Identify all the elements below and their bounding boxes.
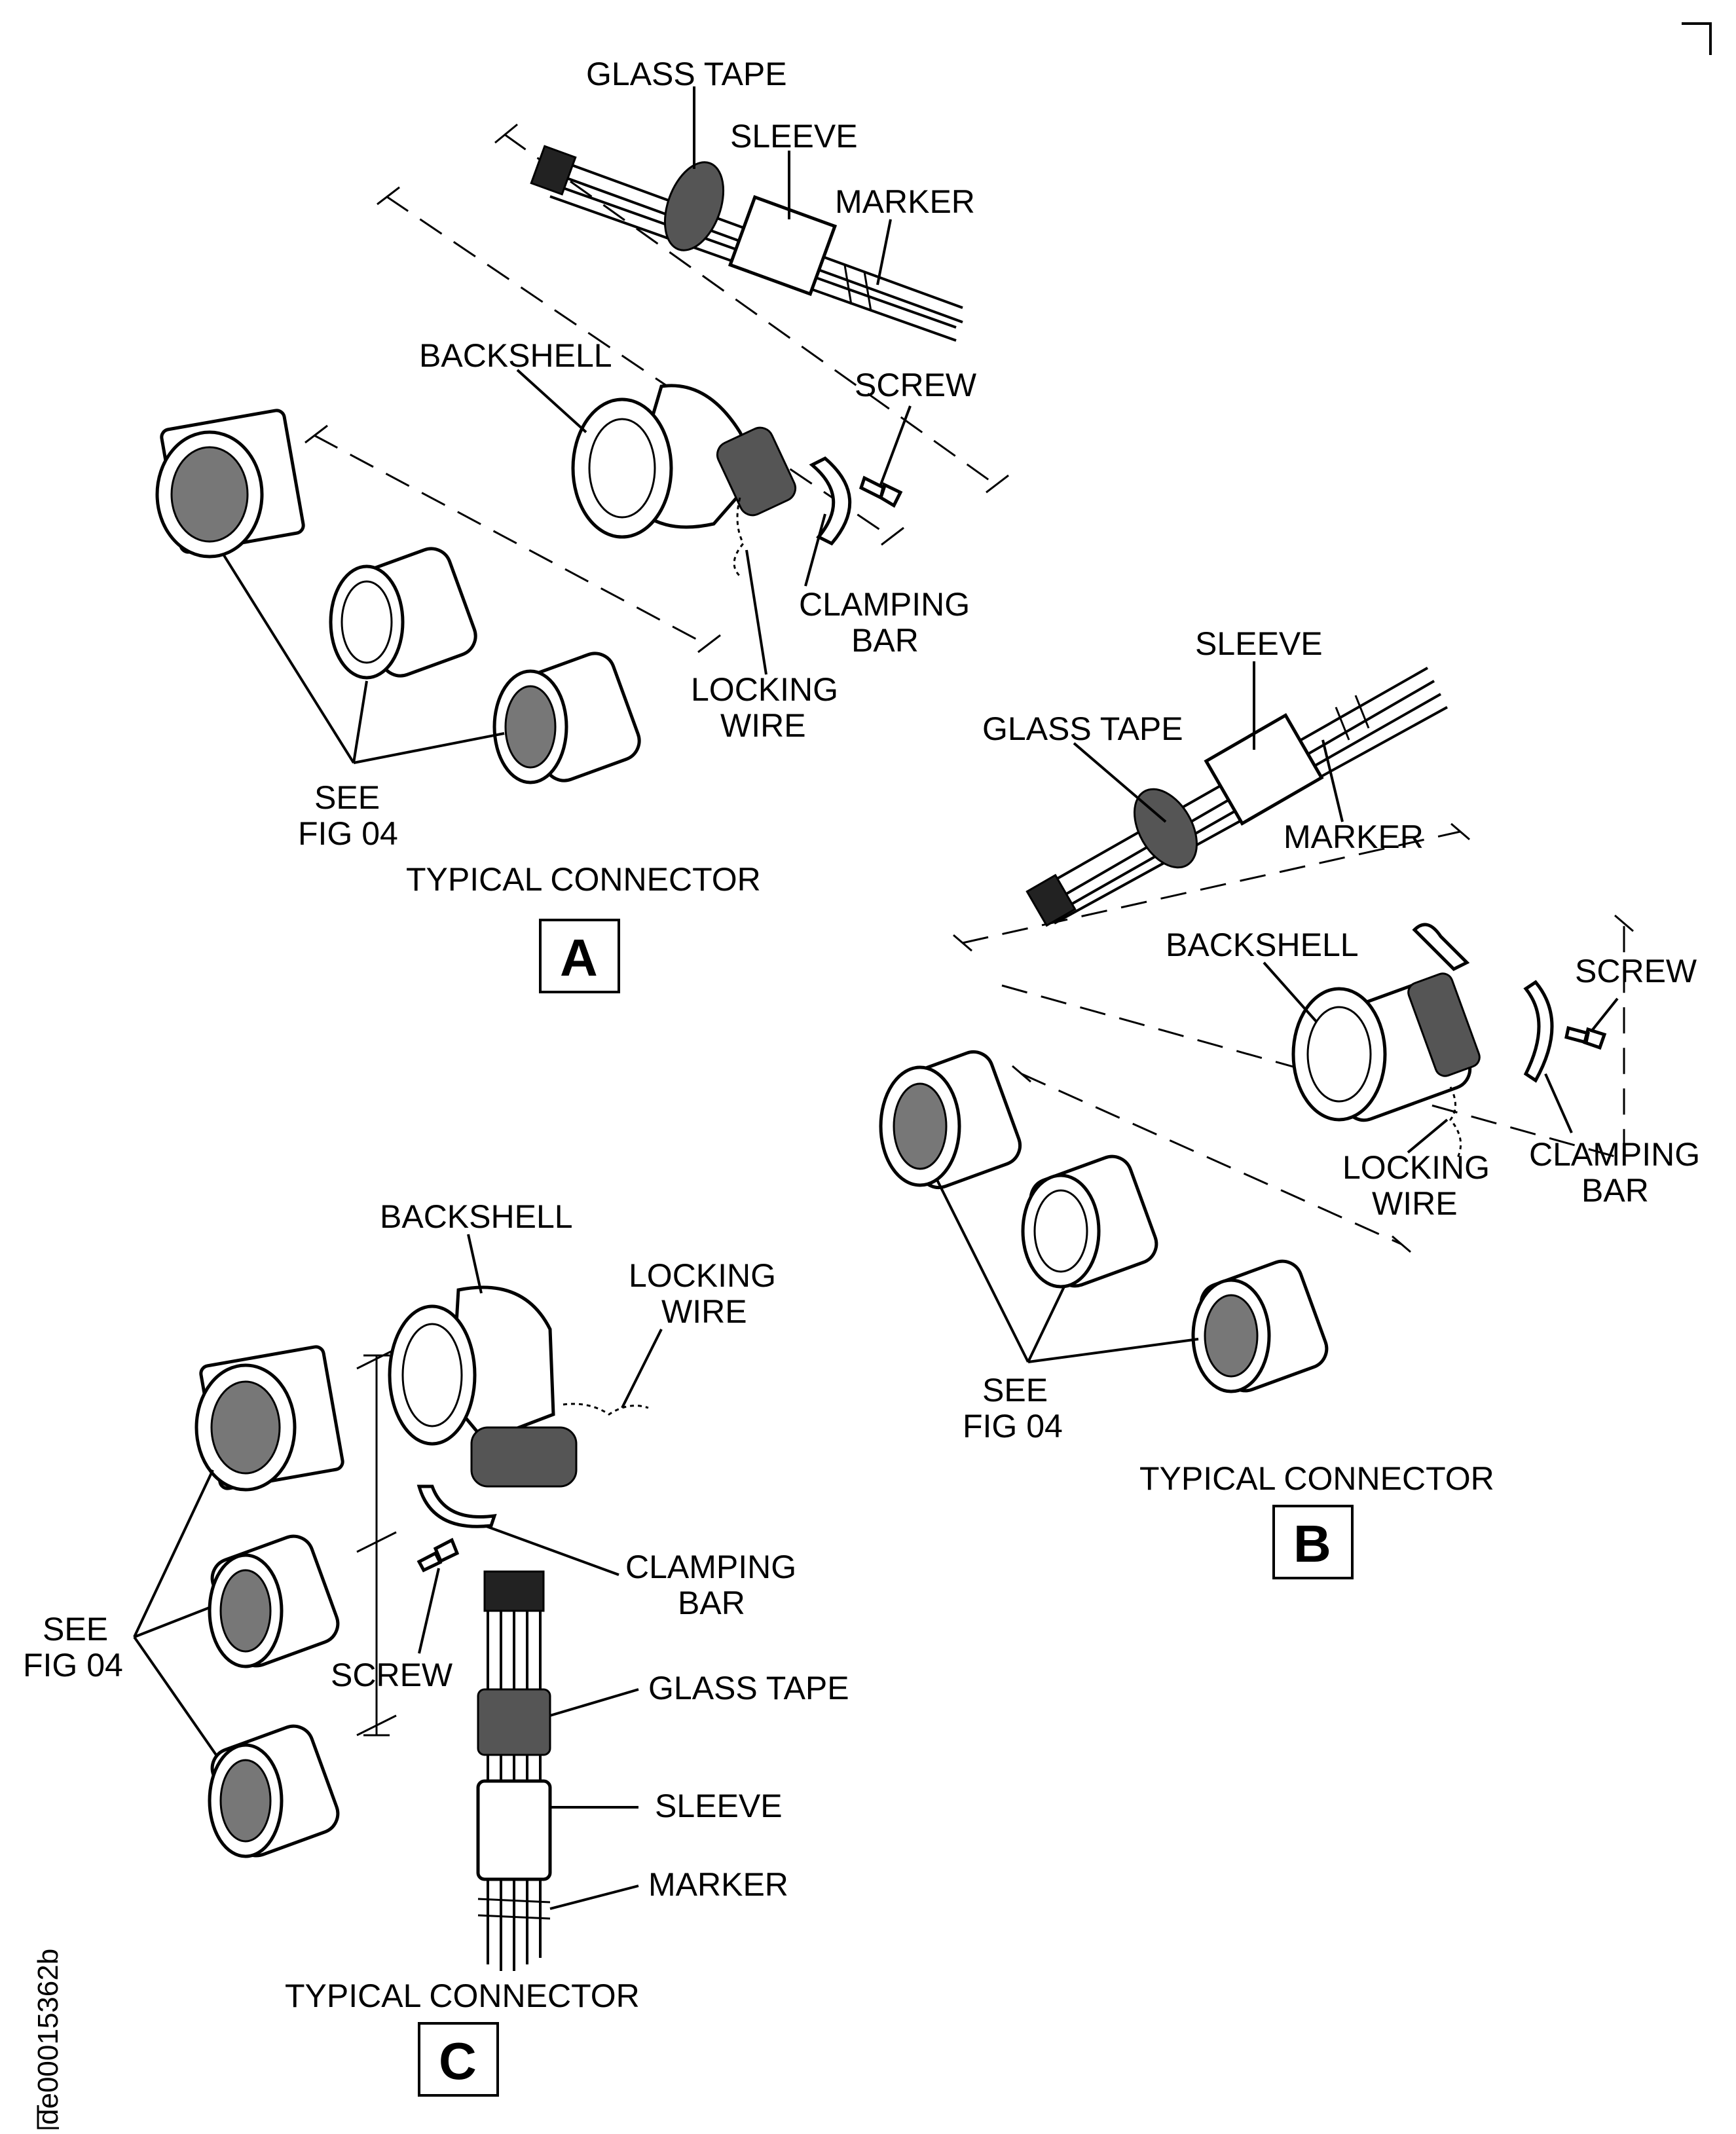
panel-c-clamping-bar-part: [416, 1484, 497, 1528]
panel-b-marker-part: [1335, 695, 1370, 741]
panel-c-backshell-label: BACKSHELL: [380, 1198, 573, 1235]
panel-b-clamp-top-part: [1412, 923, 1470, 972]
panel-b-plug-1: [1021, 1154, 1158, 1289]
panel-a-glass-tape-label: GLASS TAPE: [586, 56, 787, 92]
panel-b-alignment-ticks: [953, 822, 1634, 1253]
panel-c-glass-tape-label: GLASS TAPE: [648, 1670, 849, 1706]
panel-b-marker-label: MARKER: [1284, 819, 1424, 855]
panel-b-sleeve-part: [1204, 712, 1324, 826]
panel-b-screw-label: SCREW: [1575, 953, 1697, 989]
panel-c-wire-label: WIRE: [661, 1293, 747, 1330]
panel-c-letter: C: [439, 2032, 477, 2090]
panel-b-caption: TYPICAL CONNECTOR: [1139, 1460, 1494, 1497]
panel-b-plug-2: [1191, 1259, 1329, 1393]
panel-a-clamping-label: CLAMPING: [799, 586, 970, 623]
panel-a-alignment-line-connector: [314, 434, 708, 646]
panel-c-cable-bundle: [476, 1570, 552, 1971]
panel-b-cable-bundle: [1025, 667, 1448, 927]
panel-c-bar-label: BAR: [678, 1585, 745, 1621]
panel-a-caption: TYPICAL CONNECTOR: [406, 861, 761, 898]
panel-b-clamping-label: CLAMPING: [1529, 1136, 1700, 1173]
panel-c-screw-part: [416, 1537, 460, 1573]
panel-b-letter-box: [1272, 1505, 1354, 1579]
panel-b-shield-braid: [1025, 874, 1077, 927]
panel-c-plug-1: [208, 1534, 340, 1668]
panel-c-fig-label: FIG 04: [23, 1647, 123, 1683]
panel-a-screw-part: [859, 475, 903, 508]
panel-a-locking-wire-part: [733, 497, 745, 578]
panel-a-locking-label: LOCKING: [691, 671, 838, 708]
corner-crop-mark: [1682, 22, 1712, 55]
panel-a-marker-part: [843, 265, 872, 312]
panel-b-alignment-line-connector: [1021, 1073, 1402, 1245]
panel-c-screw-label: SCREW: [331, 1657, 453, 1693]
panel-b-backshell-label: BACKSHELL: [1166, 927, 1359, 963]
panel-a-sleeve-part: [728, 194, 838, 297]
panel-a-bar-label: BAR: [851, 622, 919, 659]
panel-a-shield-braid: [530, 145, 577, 196]
panel-a-wire-label: WIRE: [720, 707, 806, 744]
panel-c-receptacle: [194, 1345, 344, 1492]
panel-b-see-label: SEE: [982, 1372, 1048, 1408]
panel-b-glass-tape-label: GLASS TAPE: [982, 710, 1183, 747]
panel-a-sleeve-label: SLEEVE: [730, 118, 858, 155]
panel-b-letter: B: [1293, 1515, 1331, 1573]
panel-c-see-label: SEE: [43, 1611, 108, 1647]
panel-c-alignment-ticks: [356, 1348, 397, 1737]
document-id: de00015362b: [32, 1949, 64, 2125]
panel-c-letter-box: [418, 2022, 499, 2097]
panel-a-cable-bundle: [530, 145, 963, 342]
panel-a-marker-label: MARKER: [835, 183, 975, 220]
panel-b: SLEEVE GLASS TAPE MARKER BACKSHELL SCREW…: [879, 625, 1700, 1579]
panel-b-clamping-bar-part: [1523, 980, 1554, 1083]
panel-c: BACKSHELL LOCKING WIRE CLAMPING BAR SEE …: [23, 1198, 849, 2097]
panel-b-sleeve-label: SLEEVE: [1195, 625, 1323, 662]
panel-b-bar-label: BAR: [1581, 1172, 1649, 1209]
panel-c-locking-wire-part: [563, 1403, 649, 1416]
panel-b-receptacle: [879, 1050, 1022, 1189]
panel-b-backshell-part: [1291, 972, 1481, 1122]
panel-c-sleeve-label: SLEEVE: [655, 1788, 783, 1824]
panel-a-alignment-ticks: [305, 123, 1009, 653]
panel-a-plug-2: [492, 652, 641, 784]
panel-a-screw-label: SCREW: [855, 367, 977, 403]
panel-a-see-label: SEE: [314, 779, 380, 816]
panel-b-locking-label: LOCKING: [1342, 1149, 1490, 1186]
panel-c-clamping-label: CLAMPING: [625, 1549, 796, 1585]
panel-a-receptacle: [155, 409, 305, 559]
panel-b-locking-wire-part: [1449, 1086, 1462, 1160]
panel-a-letter: A: [560, 929, 598, 987]
panel-c-sleeve-part: [476, 1779, 552, 1881]
panel-a-backshell-part: [571, 384, 797, 539]
panel-b-glass-tape-part: [1134, 788, 1198, 869]
panel-c-glass-tape-part: [477, 1688, 551, 1756]
panel-a-clamping-bar-part: [809, 456, 852, 546]
panel-c-marker-label: MARKER: [648, 1866, 788, 1903]
panel-b-screw-part: [1564, 1025, 1607, 1050]
panel-a-plug-1: [329, 547, 477, 680]
panel-c-marker-part: [477, 1898, 551, 1920]
panel-a-alignment-line-bottom: [386, 195, 891, 538]
panel-b-wire-label: WIRE: [1372, 1185, 1458, 1222]
panel-b-alignment-line-mid: [1001, 923, 1625, 1160]
panel-b-fig-label: FIG 04: [963, 1408, 1063, 1444]
panel-c-locking-label: LOCKING: [629, 1257, 776, 1294]
panel-a: GLASS TAPE SLEEVE MARKER BACKSHELL SCREW…: [155, 56, 1009, 993]
panel-c-backshell-part: [388, 1285, 578, 1488]
document-id-bracket: [37, 2105, 59, 2129]
panel-a-glass-tape-part: [663, 161, 725, 251]
panel-c-shield-braid: [483, 1570, 545, 1612]
panel-a-fig-label: FIG 04: [298, 815, 398, 852]
panel-a-letter-box: [539, 919, 620, 993]
panel-c-caption: TYPICAL CONNECTOR: [285, 1978, 640, 2014]
panel-a-alignment-line-top: [504, 133, 996, 486]
panel-a-backshell-label: BACKSHELL: [419, 337, 612, 374]
panel-c-plug-2: [208, 1724, 340, 1858]
